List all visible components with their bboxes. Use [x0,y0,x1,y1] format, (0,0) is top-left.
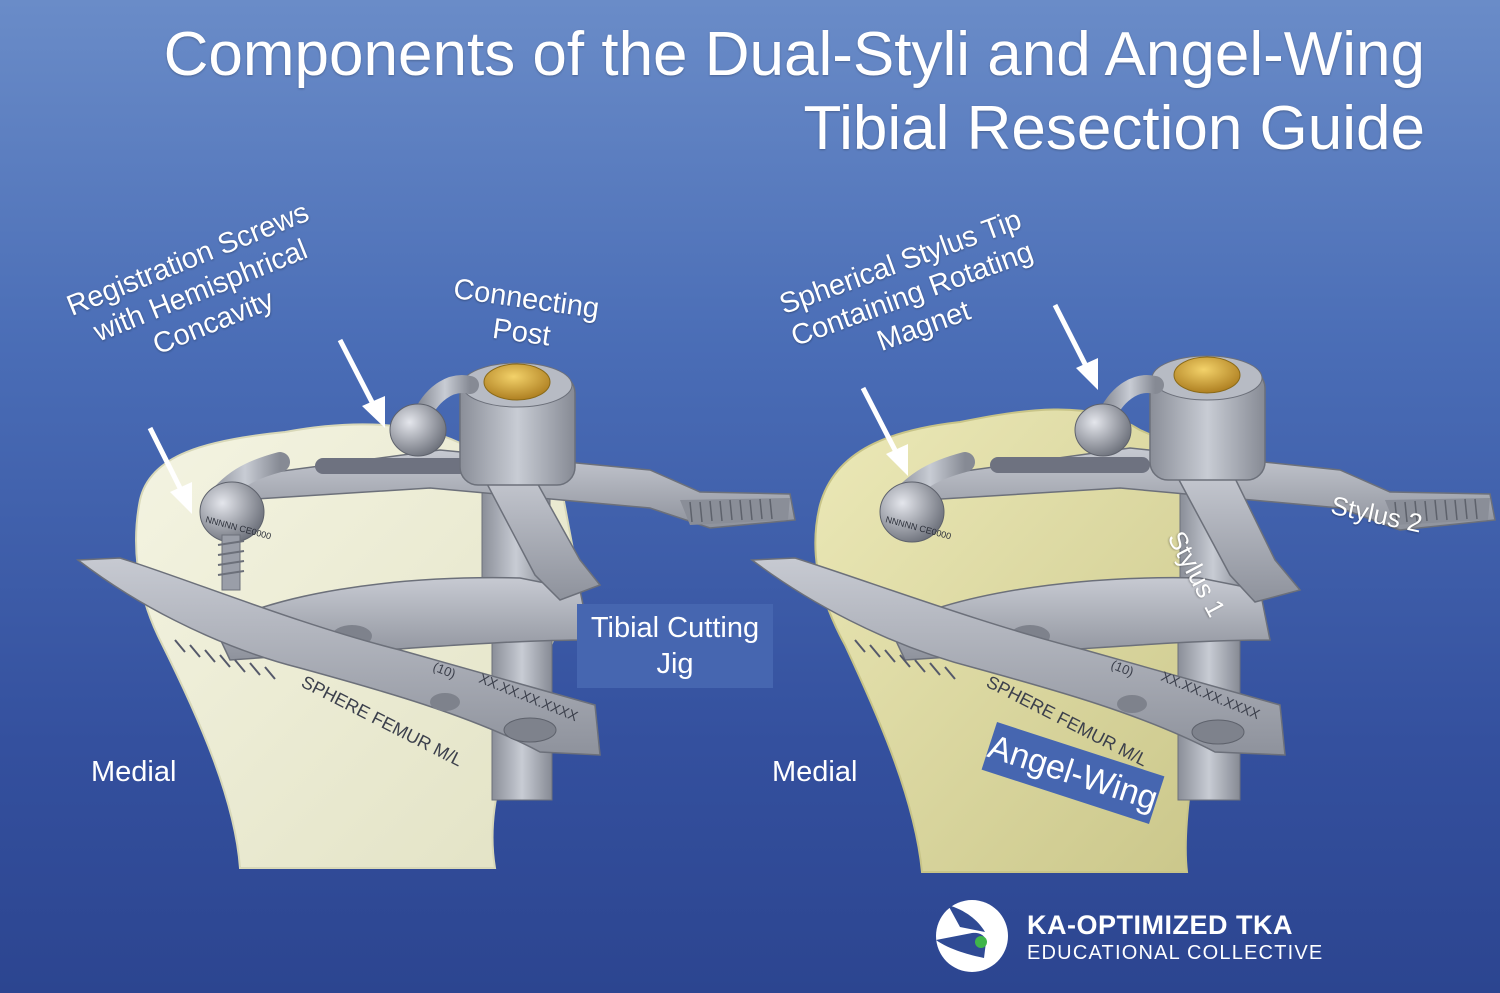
label-tibial-jig: Tibial Cutting Jig [577,604,773,688]
arrow-spherical-tip-1 [860,386,900,456]
callout-arrows [147,303,1098,514]
arrowhead-3 [886,444,908,476]
arrowhead-1 [170,482,192,514]
guide-left [75,362,796,801]
tibial-jig-line-1: Tibial Cutting [590,612,760,644]
arrow-registration-screw-1 [147,426,185,494]
label-medial-left: Medial [91,756,177,788]
arrow-registration-screw-2 [337,338,377,408]
page-title: Components of the Dual-Styli and Angel-W… [164,18,1425,166]
logo-mark [936,900,1008,972]
arrowhead-2 [362,396,385,428]
title-line-2: Tibial Resection Guide [803,94,1425,163]
logo-text: KA-OPTIMIZED TKA EDUCATIONAL COLLECTIVE [1027,910,1323,966]
label-medial-right: Medial [772,756,858,788]
arrowhead-4 [1076,358,1098,390]
tibial-jig-line-2: Jig [656,648,694,680]
arrow-spherical-tip-2 [1052,303,1090,370]
logo-line-1: KA-OPTIMIZED TKA [1027,910,1293,940]
guide-right [749,355,1496,801]
logo-line-2: EDUCATIONAL COLLECTIVE [1027,942,1324,964]
title-line-1: Components of the Dual-Styli and Angel-W… [163,20,1425,89]
